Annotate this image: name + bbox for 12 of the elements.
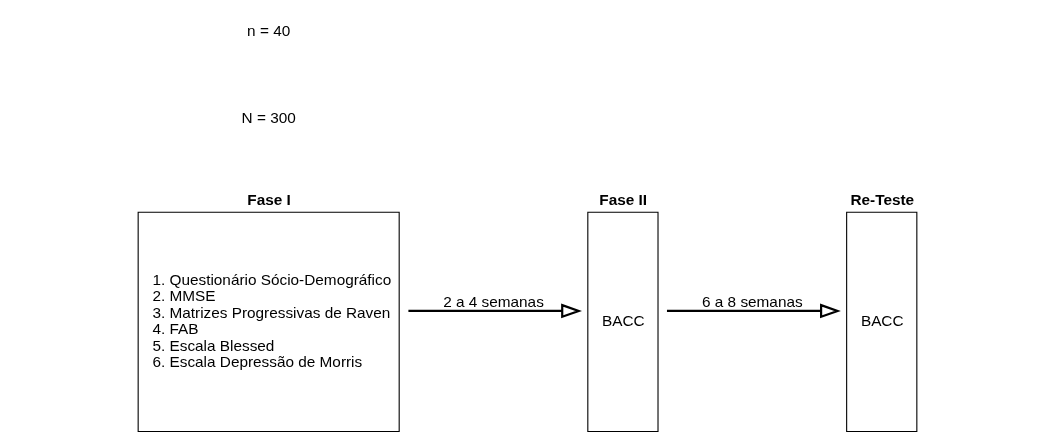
node-box: BACC [586,211,659,433]
node-box: BACC [845,211,917,433]
edge-label: 6 a 8 semanas [701,292,803,310]
node-label: Fase I [246,190,291,208]
edge-label: 2 a 4 semanas [442,292,544,310]
arrow [666,303,841,319]
label: N = 300 [241,109,296,127]
node-label: Fase II [598,190,647,208]
label: n = 40 [246,22,290,40]
node-label: Re-Teste [849,190,914,208]
arrow [407,303,582,319]
node-box: 1. Questionário Sócio-Demográfico 2. MMSE 3. Matrizes Progressivas de Raven 4. FAB 5. Escala Blessed 6. Escala Depressão de Morris [137,211,400,433]
